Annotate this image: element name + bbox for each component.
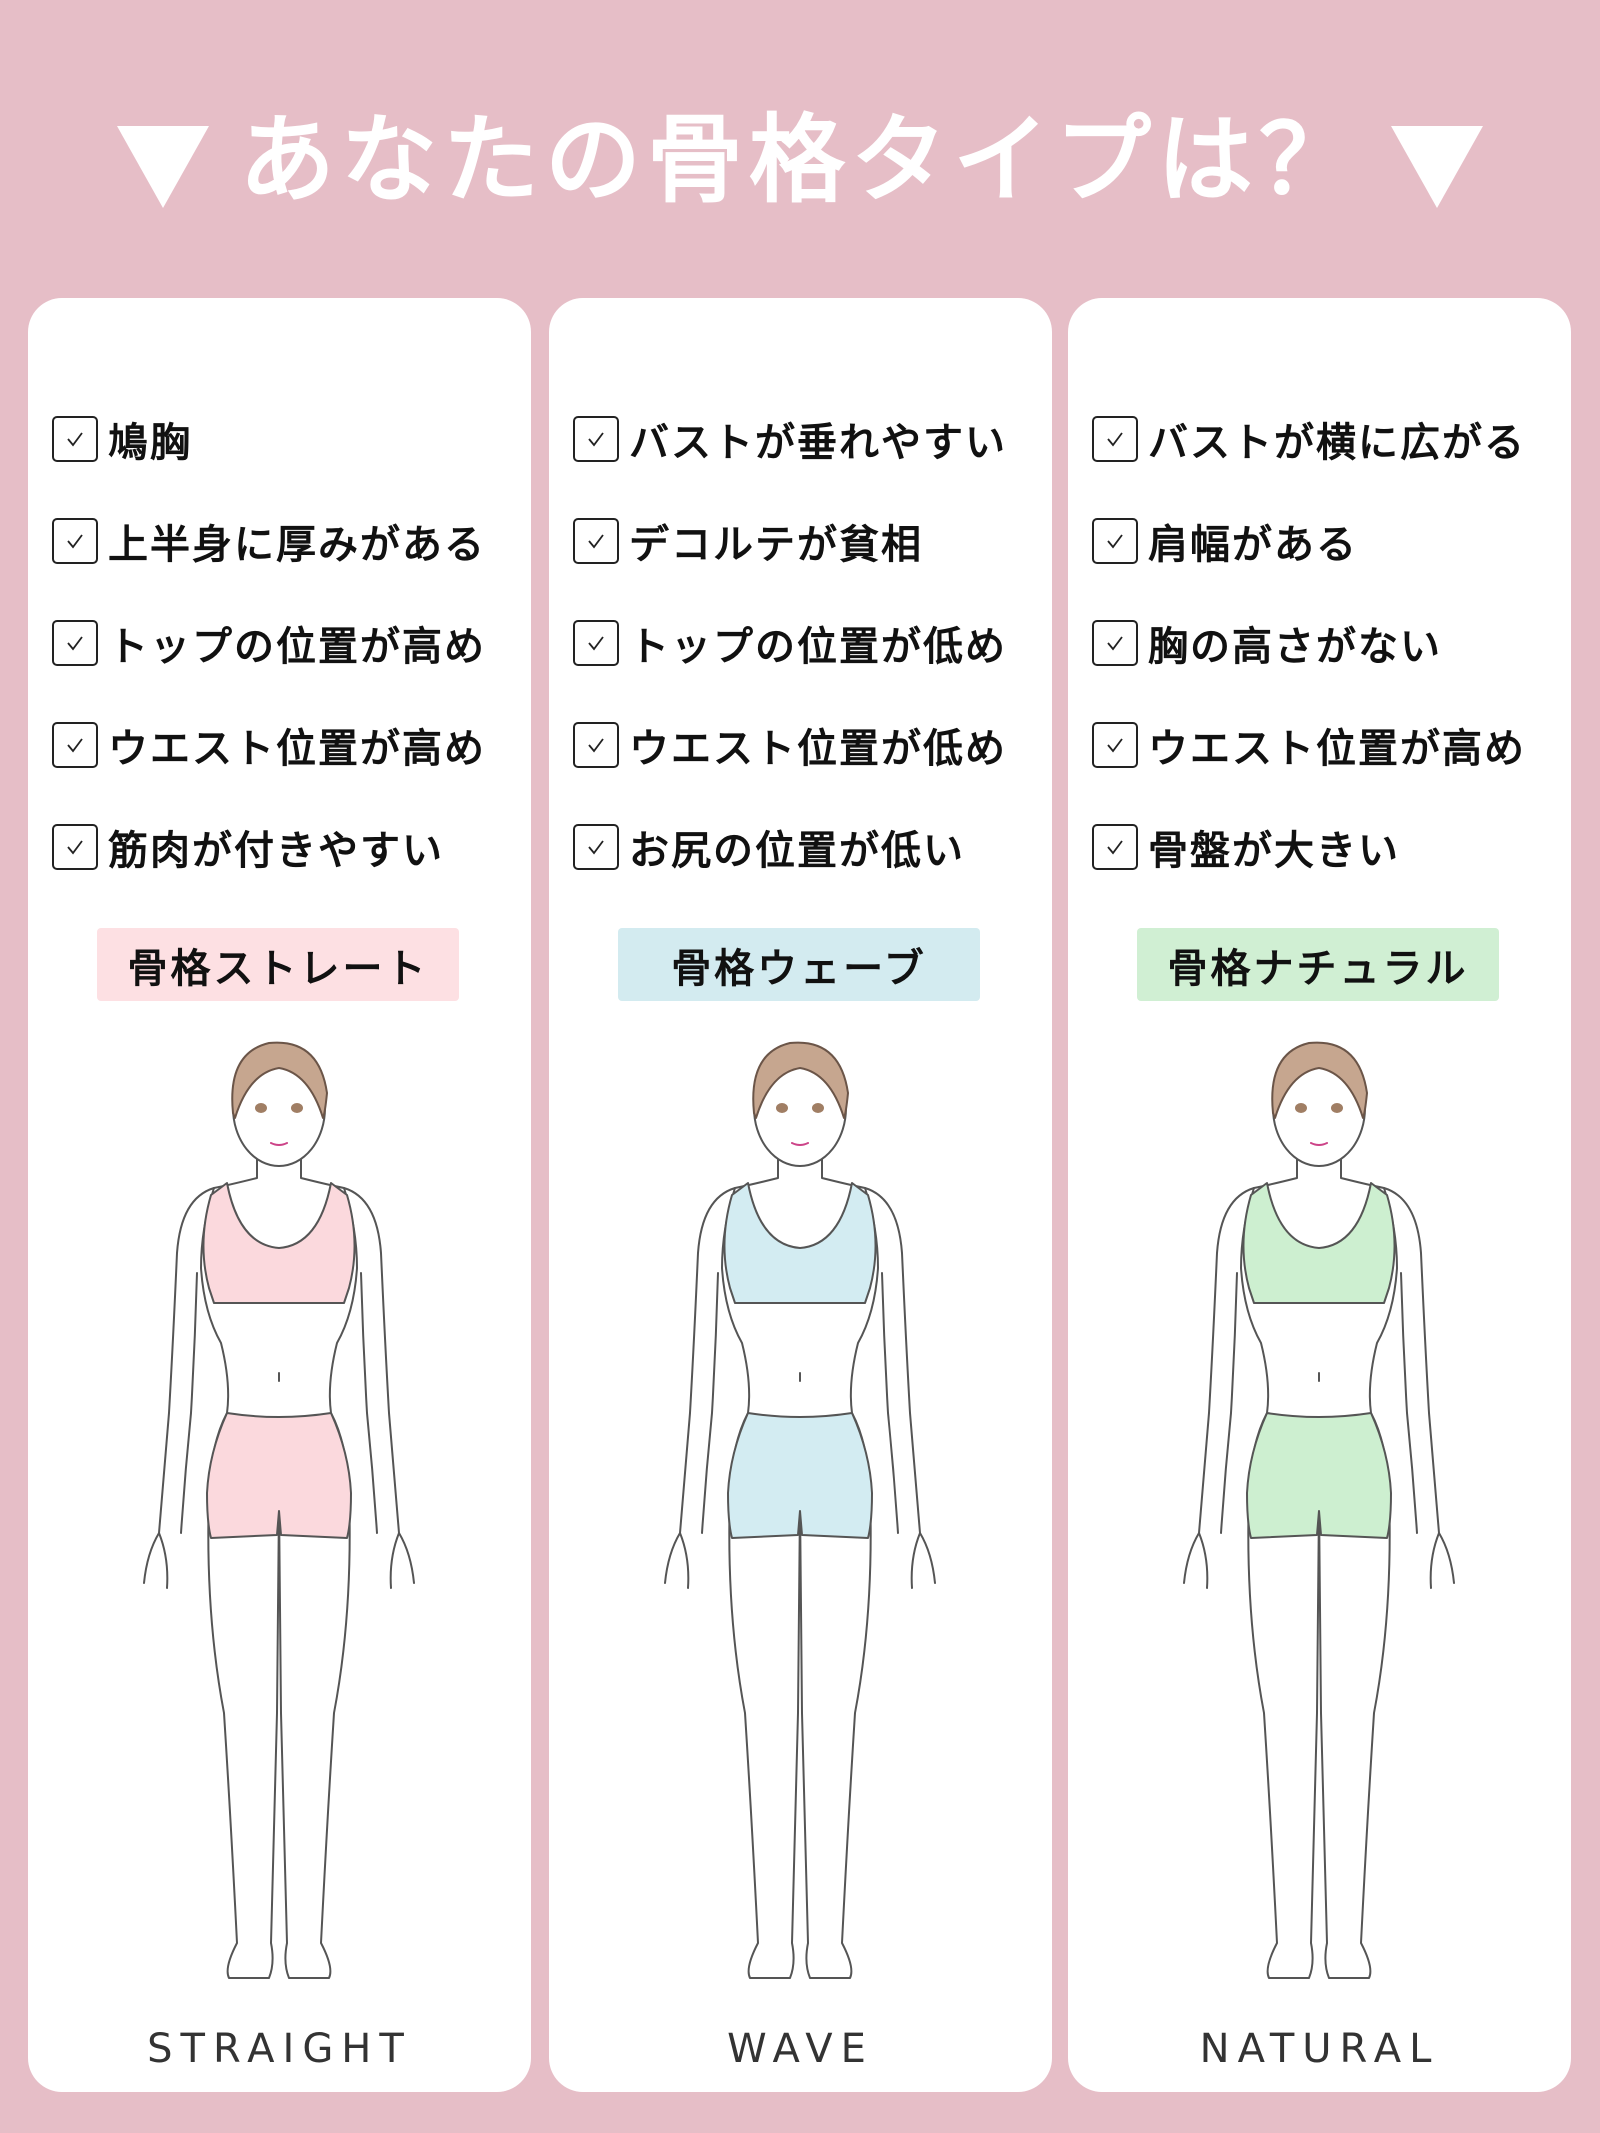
- type-english-name: WAVE: [727, 2026, 874, 2072]
- checkbox-checked-icon: [573, 824, 619, 870]
- checklist-item: お尻の位置が低い: [573, 796, 1007, 898]
- checklist-item-label: 筋肉が付きやすい: [108, 828, 444, 874]
- checkbox-checked-icon: [52, 620, 98, 666]
- body-type-card-wave: バストが垂れやすいデコルテが貧相トップの位置が低めウエスト位置が低めお尻の位置が…: [549, 298, 1052, 2092]
- checklist-item: トップの位置が低め: [573, 592, 1007, 694]
- checkbox-checked-icon: [52, 416, 98, 462]
- checklist-item: 肩幅がある: [1092, 490, 1526, 592]
- checkbox-checked-icon: [1092, 620, 1138, 666]
- checklist-item: ウエスト位置が高め: [52, 694, 486, 796]
- checklist-item: 筋肉が付きやすい: [52, 796, 486, 898]
- checklist-item-label: 肩幅がある: [1148, 522, 1358, 568]
- type-english-name: NATURAL: [1199, 2026, 1440, 2072]
- checklist-item-label: トップの位置が高め: [108, 624, 486, 670]
- checklist-item: 上半身に厚みがある: [52, 490, 486, 592]
- checklist-item: ウエスト位置が高め: [1092, 694, 1526, 796]
- body-figure-illustration: [664, 1041, 936, 1979]
- type-label: 骨格ナチュラル: [1137, 928, 1499, 1001]
- checklist-item: 胸の高さがない: [1092, 592, 1526, 694]
- checklist-item: ウエスト位置が低め: [573, 694, 1007, 796]
- checkbox-checked-icon: [52, 824, 98, 870]
- checkbox-checked-icon: [573, 722, 619, 768]
- checklist-item: トップの位置が高め: [52, 592, 486, 694]
- checklist-item-label: 骨盤が大きい: [1148, 828, 1400, 874]
- checklist-item-label: ウエスト位置が高め: [1148, 726, 1526, 772]
- checklist-item-label: トップの位置が低め: [629, 624, 1007, 670]
- type-label: 骨格ウェーブ: [618, 928, 980, 1001]
- checklist-item-label: ウエスト位置が高め: [108, 726, 486, 772]
- checklist-item-label: バストが垂れやすい: [629, 420, 1007, 466]
- checkbox-checked-icon: [1092, 518, 1138, 564]
- checklist-item-label: お尻の位置が低い: [629, 828, 965, 874]
- title-text: あなたの骨格タイプは？: [239, 104, 1361, 216]
- checklist-item-label: バストが横に広がる: [1148, 420, 1526, 466]
- body-type-card-straight: 鳩胸上半身に厚みがあるトップの位置が高めウエスト位置が高め筋肉が付きやすい 骨格…: [28, 298, 531, 2092]
- checkbox-checked-icon: [573, 620, 619, 666]
- down-triangle-icon: [1391, 125, 1483, 208]
- checkbox-checked-icon: [1092, 416, 1138, 462]
- checklist: バストが横に広がる肩幅がある胸の高さがないウエスト位置が高め骨盤が大きい: [1092, 388, 1526, 898]
- type-label: 骨格ストレート: [97, 928, 459, 1001]
- type-english-name: STRAIGHT: [147, 2026, 412, 2072]
- checkbox-checked-icon: [573, 518, 619, 564]
- checklist: バストが垂れやすいデコルテが貧相トップの位置が低めウエスト位置が低めお尻の位置が…: [573, 388, 1007, 898]
- checklist-item: デコルテが貧相: [573, 490, 1007, 592]
- body-figure-illustration: [1183, 1041, 1455, 1979]
- checklist-item: バストが垂れやすい: [573, 388, 1007, 490]
- page-title: あなたの骨格タイプは？: [0, 95, 1600, 225]
- checklist-item-label: 上半身に厚みがある: [108, 522, 486, 568]
- checkbox-checked-icon: [573, 416, 619, 462]
- checklist-item-label: デコルテが貧相: [629, 522, 923, 568]
- body-type-card-natural: バストが横に広がる肩幅がある胸の高さがないウエスト位置が高め骨盤が大きい 骨格ナ…: [1068, 298, 1571, 2092]
- checklist-item: 鳩胸: [52, 388, 486, 490]
- checklist-item: バストが横に広がる: [1092, 388, 1526, 490]
- body-figure-illustration: [143, 1041, 415, 1979]
- checklist-item-label: ウエスト位置が低め: [629, 726, 1007, 772]
- checklist: 鳩胸上半身に厚みがあるトップの位置が高めウエスト位置が高め筋肉が付きやすい: [52, 388, 486, 898]
- checklist-item: 骨盤が大きい: [1092, 796, 1526, 898]
- checkbox-checked-icon: [1092, 824, 1138, 870]
- checkbox-checked-icon: [52, 722, 98, 768]
- checkbox-checked-icon: [52, 518, 98, 564]
- checklist-item-label: 鳩胸: [108, 420, 192, 466]
- down-triangle-icon: [117, 125, 209, 208]
- checklist-item-label: 胸の高さがない: [1148, 624, 1442, 670]
- checkbox-checked-icon: [1092, 722, 1138, 768]
